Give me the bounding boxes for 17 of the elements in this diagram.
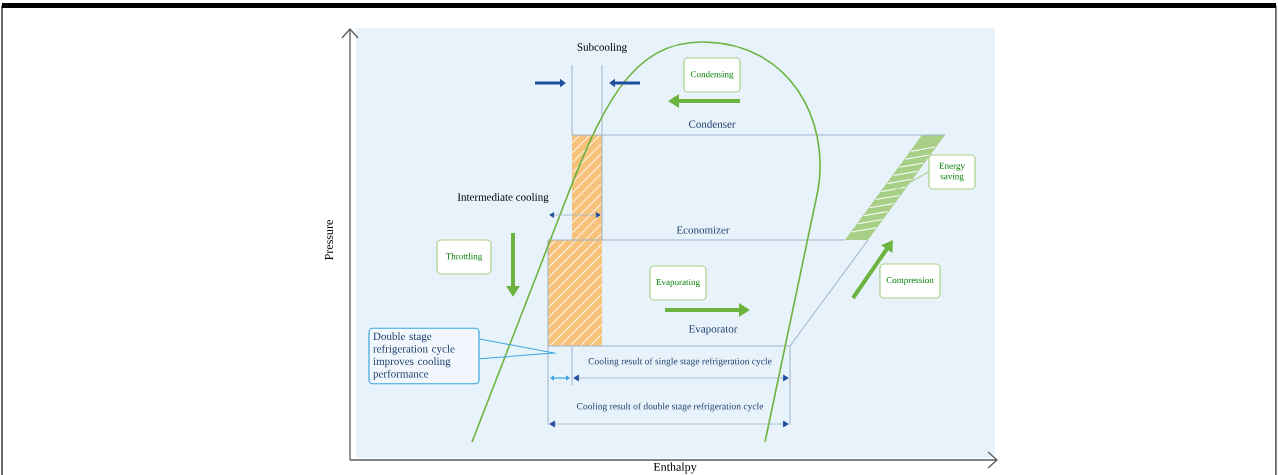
- process-box: Evaporating: [649, 265, 707, 301]
- process-box: Compression: [879, 263, 941, 299]
- process-box: Energy saving: [928, 154, 976, 190]
- diagram-label: Condenser: [688, 120, 736, 128]
- leader-line: [479, 338, 555, 360]
- axis-title: Pressure: [325, 220, 333, 260]
- diagram-label: Evaporator: [688, 325, 738, 335]
- callout-box: Double stage refrigeration cycle improves cooling performance: [368, 327, 480, 385]
- diagram-label: Intermediate cooling: [457, 193, 549, 203]
- diagram-label: Cooling result of double stage refrigeration cycle: [577, 402, 764, 412]
- diagram-label: Subcooling: [577, 43, 627, 53]
- leader-line: [891, 171, 929, 193]
- process-box: Condensing: [683, 57, 741, 93]
- process-box: Throttling: [436, 239, 492, 275]
- diagram-label: Cooling result of single stage refrigeration cycle: [588, 357, 772, 367]
- diagram-label: Economizer: [676, 226, 730, 234]
- axis-title: Enthalpy: [653, 462, 697, 474]
